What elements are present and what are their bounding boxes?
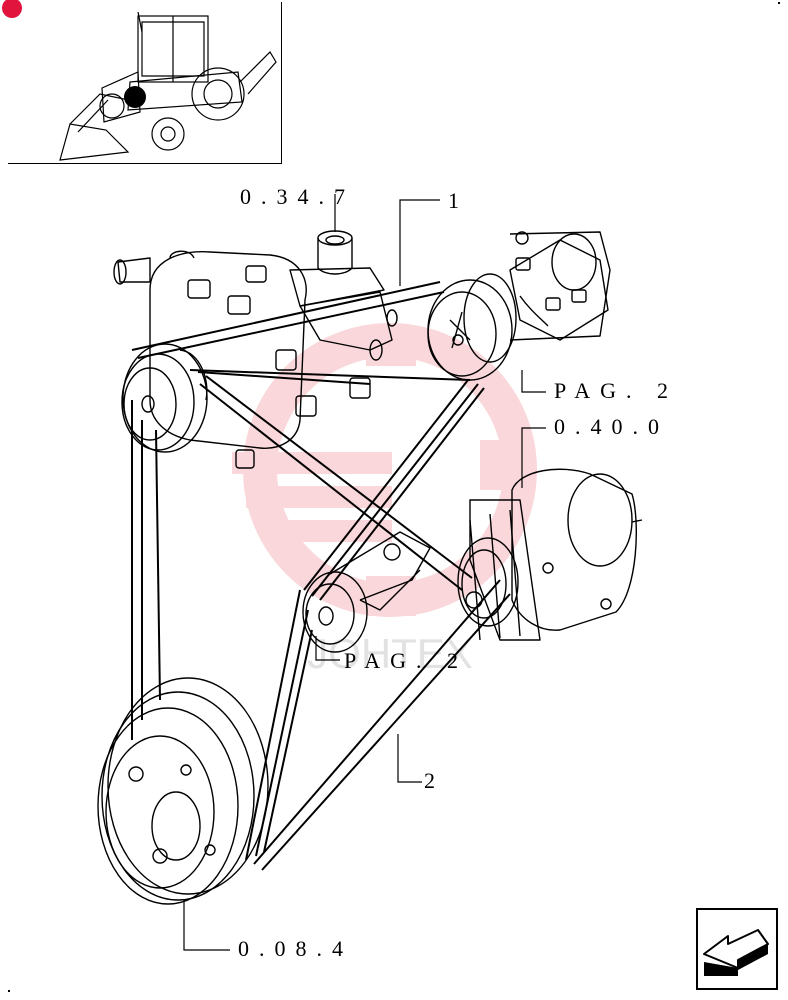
callout-belt-1: 1 [448, 188, 469, 213]
pump-pulley [121, 343, 208, 453]
belt-2 [131, 379, 511, 871]
corner-mark [778, 2, 780, 4]
corner-mark [8, 990, 10, 992]
watermark-text: JOHTEX [307, 630, 473, 677]
locator-inset [2, 0, 282, 164]
next-page-button[interactable] [696, 908, 778, 990]
callout-tensioner: PAG. 2 [344, 648, 468, 673]
callout-water-pump: 0.34.7 [240, 184, 355, 209]
callout-crankshaft: 0.08.4 [238, 936, 353, 961]
callout-belt-2: 2 [424, 768, 445, 793]
arrow-return-icon [703, 929, 769, 976]
corner-badge [2, 0, 22, 18]
alternator [457, 468, 643, 641]
belt-1 [131, 281, 473, 591]
water-pump [113, 230, 398, 469]
crankshaft-pulley [97, 677, 269, 905]
leader-lines [183, 194, 546, 951]
watermark-logo [232, 323, 537, 617]
tensioner-pulley [302, 531, 431, 653]
compressor [427, 231, 611, 381]
callout-compressor: PAG. 2 [554, 378, 678, 403]
callout-alternator: 0.40.0 [554, 414, 669, 439]
machine-locator-icon [59, 11, 277, 161]
